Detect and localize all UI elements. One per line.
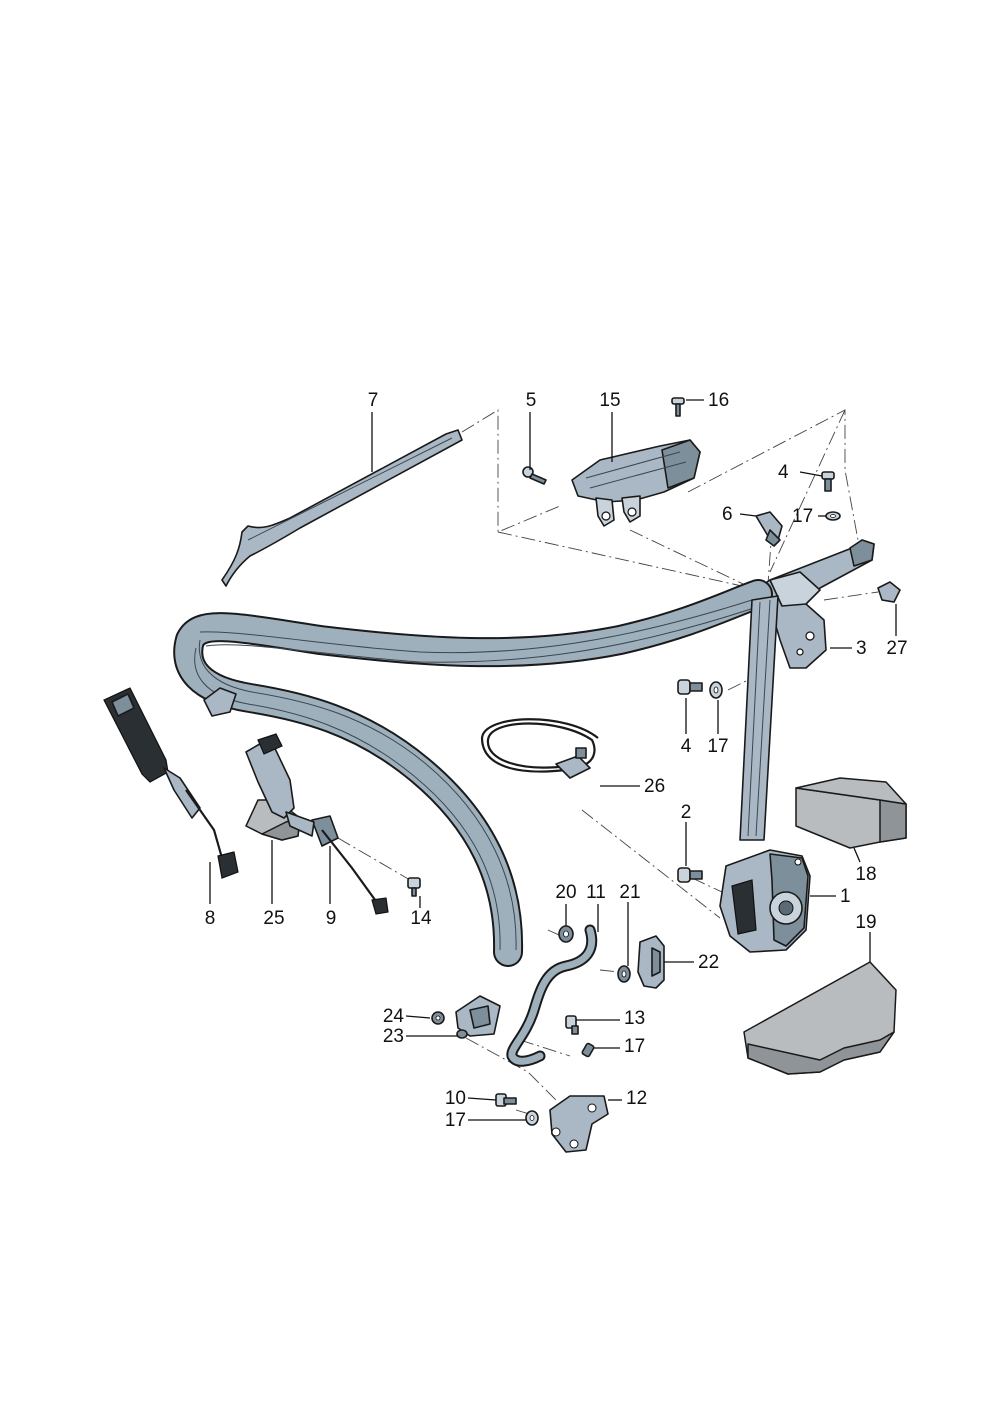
pad-part-18 [795, 777, 907, 849]
screw-part-13 [565, 1015, 579, 1035]
label-part-11: 11 [586, 882, 606, 903]
retractor-part-1 [719, 849, 811, 953]
wiring-harness-part-26 [480, 718, 599, 779]
label-part-2: 2 [681, 802, 692, 823]
washer-part-17-bottom [525, 1110, 539, 1126]
label-part-25: 25 [263, 908, 284, 929]
label-part-27: 27 [886, 638, 907, 659]
screw-part-16 [671, 397, 685, 417]
clip-part-6 [755, 511, 783, 547]
washer-part-17-lower [709, 681, 723, 699]
washer-part-24 [431, 1011, 445, 1025]
label-part-14: 14 [410, 908, 432, 929]
pin-part-17 [581, 1042, 595, 1058]
label-part-18: 18 [855, 864, 876, 885]
bracket-part-23 [455, 995, 501, 1039]
label-part-17-pin: 17 [624, 1036, 645, 1057]
screw-part-5 [522, 466, 547, 485]
label-part-17-upper: 17 [792, 506, 813, 527]
seat-belt-webbing [173, 579, 779, 967]
label-part-20: 20 [555, 882, 576, 903]
pad-part-19 [743, 961, 897, 1075]
callout-labels: 7 5 15 16 4 6 17 3 27 4 17 26 2 18 1 19 … [205, 390, 908, 1131]
screw-part-2 [677, 867, 703, 883]
bracket-part-22 [637, 935, 665, 989]
label-part-17-bottom: 17 [445, 1110, 466, 1131]
screw-part-10 [495, 1093, 517, 1107]
label-part-26: 26 [644, 776, 665, 797]
washer-part-17-upper [825, 511, 841, 521]
label-part-17-lower: 17 [707, 736, 728, 757]
label-part-4-upper: 4 [778, 462, 789, 483]
label-part-8: 8 [205, 908, 216, 929]
label-part-9: 9 [326, 908, 337, 929]
label-part-21: 21 [619, 882, 640, 903]
grommet-part-20 [558, 925, 574, 943]
screw-part-14 [407, 877, 421, 897]
label-part-16: 16 [708, 390, 729, 411]
leader-lines [209, 399, 897, 1121]
buckle-part-9 [245, 733, 389, 915]
label-part-15: 15 [599, 390, 620, 411]
label-part-5: 5 [526, 390, 537, 411]
bracket-part-12 [549, 1095, 609, 1153]
hose-part-11 [506, 924, 598, 1067]
grommet-part-21 [617, 965, 631, 983]
upper-mechanism-part-15 [571, 439, 701, 527]
label-part-12: 12 [626, 1088, 647, 1109]
screw-part-4-upper [821, 471, 835, 492]
label-part-23: 23 [383, 1026, 404, 1047]
label-part-6: 6 [722, 504, 733, 525]
deflector-bracket-part-3 [739, 539, 875, 669]
label-part-4-lower: 4 [681, 736, 692, 757]
screw-part-4-lower [677, 679, 703, 695]
guide-part-27 [877, 581, 901, 603]
label-part-13: 13 [624, 1008, 645, 1029]
buckle-part-8 [103, 687, 239, 879]
label-part-7: 7 [368, 390, 379, 411]
label-part-1: 1 [840, 886, 851, 907]
trim-strip-part-7 [221, 429, 463, 587]
assembly-lines [337, 409, 879, 1117]
label-part-3: 3 [856, 638, 867, 659]
label-part-10: 10 [445, 1088, 466, 1109]
label-part-22: 22 [698, 952, 719, 973]
label-part-19: 19 [855, 912, 876, 933]
label-part-24: 24 [383, 1006, 405, 1027]
